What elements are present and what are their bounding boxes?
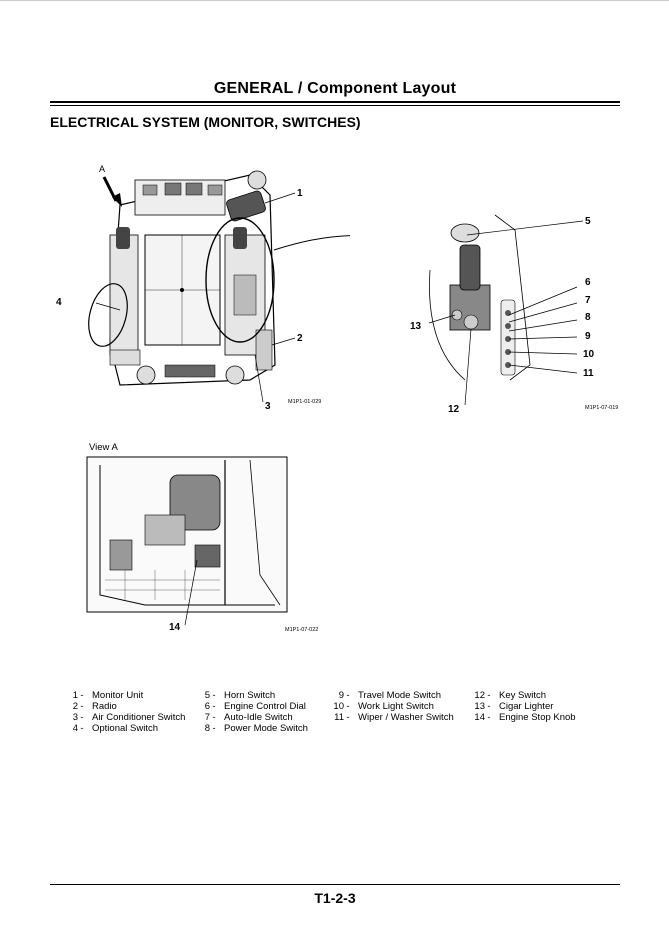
cigar-lighter-shape: [451, 309, 463, 321]
left-console: [109, 234, 139, 356]
legend-item: 4-Optional Switch: [72, 723, 159, 734]
radio-panel: [255, 329, 273, 371]
callout-14: 14: [169, 622, 181, 633]
legend-item: 10-Work Light Switch: [333, 701, 434, 712]
legend-item: 8-Power Mode Switch: [204, 723, 308, 734]
figure-code: M1P1-07-022: [285, 627, 318, 633]
callout-4: 4: [56, 297, 62, 308]
optional-switch-highlight: [88, 283, 128, 347]
legend-item: 1-Monitor Unit: [72, 690, 144, 701]
legend-column: 1-Monitor Unit 2-Radio 3-Air Conditioner…: [58, 690, 186, 734]
callout-3: 3: [265, 401, 271, 412]
legend-item: 11-Wiper / Washer Switch: [334, 712, 454, 723]
view-arrow-head: [112, 193, 122, 207]
view-a-figure: 14 M1P1-07-022: [86, 456, 318, 633]
callout-9: 9: [585, 331, 591, 342]
legend-item: 7-Auto-Idle Switch: [204, 712, 293, 723]
callout-2: 2: [297, 333, 303, 344]
floor-grille: [164, 364, 216, 378]
section-title: ELECTRICAL SYSTEM (MONITOR, SWITCHES): [50, 114, 361, 130]
callout-10: 10: [583, 349, 595, 360]
legend-column: 5-Horn Switch 6-Engine Control Dial 7-Au…: [190, 690, 308, 734]
legend-item: 3-Air Conditioner Switch: [72, 712, 186, 723]
detail-arrow: [273, 235, 350, 251]
page-title: GENERAL / Component Layout: [213, 80, 457, 97]
view-arrow-label: A: [99, 164, 105, 174]
legend-column: 12-Key Switch 13-Cigar Lighter 14-Engine…: [465, 690, 576, 723]
page-number: T1-2-3: [314, 890, 356, 906]
page-top-edge: [0, 0, 669, 1]
callout-11: 11: [583, 368, 594, 379]
legend-item: 9-Travel Mode Switch: [338, 690, 442, 701]
engine-stop-knob-shape: [194, 544, 221, 568]
legend-item: 12-Key Switch: [474, 690, 546, 701]
callout-5: 5: [585, 216, 591, 227]
footer-rule: [50, 884, 620, 885]
callout-1: 1: [297, 188, 303, 199]
legend-column: 9-Travel Mode Switch 10-Work Light Switc…: [324, 690, 454, 723]
cab-layout-figure: A 1 2 3 4 M1P1-01-029: [56, 164, 350, 412]
view-a-label: View A: [89, 442, 118, 453]
legend-item: 13-Cigar Lighter: [474, 701, 554, 712]
console-detail-figure: 5 6 7 8 9 10 11 12 13 M1P1-07-019: [410, 214, 618, 415]
callout-6: 6: [585, 277, 591, 288]
callout-12: 12: [448, 404, 460, 415]
callout-13: 13: [410, 321, 422, 332]
callout-8: 8: [585, 312, 591, 323]
control-lever: [459, 244, 481, 291]
legend-item: 5-Horn Switch: [204, 690, 276, 701]
legend-item: 2-Radio: [72, 701, 117, 712]
figure-code: M1P1-01-029: [288, 399, 321, 405]
title-rule-thick: [50, 101, 620, 103]
title-rule-thin: [50, 105, 620, 106]
figure-code: M1P1-07-019: [585, 405, 618, 411]
right-console-highlight: [205, 217, 275, 343]
callout-7: 7: [585, 295, 591, 306]
legend-item: 14-Engine Stop Knob: [474, 712, 576, 723]
legend-item: 6-Engine Control Dial: [204, 701, 306, 712]
key-switch-shape: [463, 314, 479, 330]
monitor-unit-shape: [226, 190, 266, 222]
